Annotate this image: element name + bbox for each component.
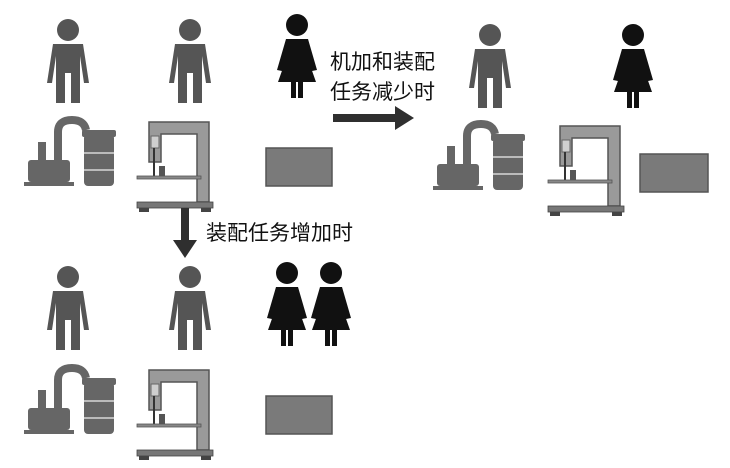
table-icon (265, 147, 333, 187)
boiler-machine-icon (24, 120, 116, 186)
boiler-machine-icon-2 (433, 124, 525, 190)
band-saw-icon-3 (136, 369, 214, 461)
worker-woman-3 (267, 262, 307, 346)
group-initial (24, 14, 333, 213)
worker-woman-2 (613, 24, 653, 108)
worker-woman-1 (277, 14, 317, 98)
worker-man-1 (47, 19, 89, 103)
band-saw-icon (136, 121, 214, 213)
transition-reduce: 机加和装配 任务减少时 (330, 50, 435, 130)
worker-man-2 (169, 19, 211, 103)
worker-man-4 (47, 266, 89, 350)
worker-man-3 (469, 24, 511, 108)
boiler-machine-icon-3 (24, 368, 116, 434)
group-reduced (433, 24, 709, 217)
band-saw-icon-2 (547, 125, 625, 217)
caption-increase: 装配任务增加时 (206, 221, 353, 245)
worker-man-5 (169, 266, 211, 350)
table-icon-2 (639, 153, 709, 193)
arrow-right-icon (333, 106, 414, 130)
table-icon-3 (265, 395, 333, 435)
caption-reduce-line2: 任务减少时 (330, 80, 435, 104)
arrow-down-icon (173, 208, 197, 258)
group-increased (24, 262, 351, 461)
caption-reduce-line1: 机加和装配 (330, 50, 435, 74)
worker-woman-4 (311, 262, 351, 346)
transition-increase: 装配任务增加时 (173, 208, 353, 258)
